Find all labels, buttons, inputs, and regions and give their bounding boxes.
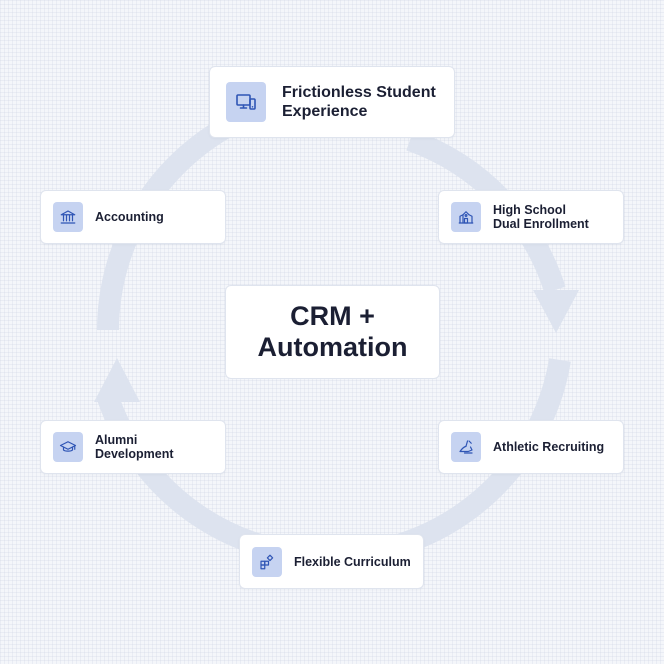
node-label: Accounting bbox=[95, 210, 164, 224]
center-title: CRM + Automation bbox=[257, 301, 408, 362]
node-frictionless-student-experience: Frictionless Student Experience bbox=[209, 66, 455, 138]
node-label: Flexible Curriculum bbox=[294, 554, 411, 569]
node-label: Frictionless Student Experience bbox=[282, 84, 436, 120]
modules-icon bbox=[252, 546, 282, 577]
cycle-arrowhead-left bbox=[94, 358, 140, 402]
node-flexible-curriculum: Flexible Curriculum bbox=[239, 534, 424, 589]
node-accounting: Accounting bbox=[40, 190, 226, 244]
node-label: High School Dual Enrollment bbox=[493, 203, 589, 231]
node-label: Athletic Recruiting bbox=[493, 440, 605, 454]
devices-icon bbox=[226, 82, 266, 122]
cycle-arrowhead-right bbox=[533, 290, 579, 333]
graduation-cap-icon bbox=[53, 432, 83, 462]
center-hub: CRM + Automation bbox=[225, 285, 440, 379]
node-high-school-dual-enrollment: High School Dual Enrollment bbox=[438, 190, 624, 244]
node-label: Alumni Development bbox=[95, 433, 174, 461]
athletic-shoe-icon bbox=[451, 432, 481, 462]
school-building-icon bbox=[451, 202, 481, 232]
node-athletic-recruiting: Athletic Recruiting bbox=[438, 420, 624, 474]
node-alumni-development: Alumni Development bbox=[40, 420, 226, 474]
bank-icon bbox=[53, 202, 83, 232]
